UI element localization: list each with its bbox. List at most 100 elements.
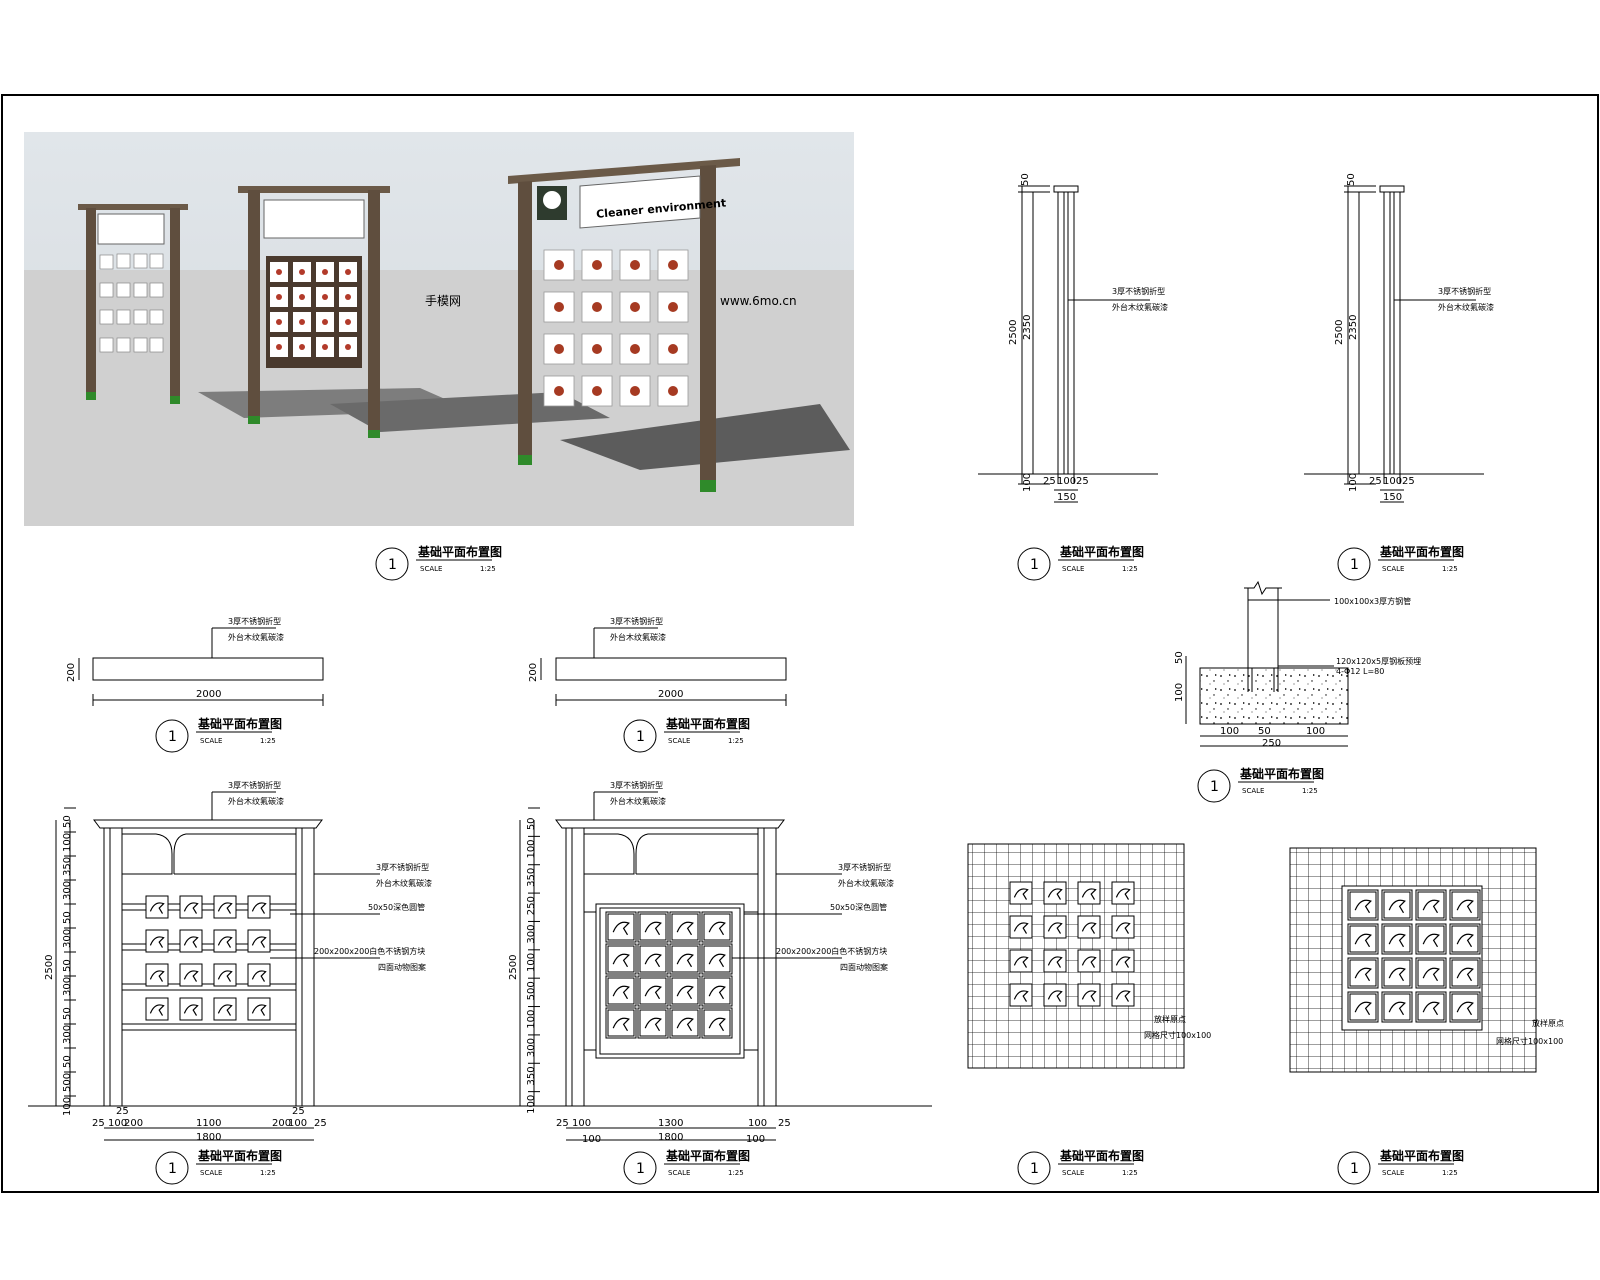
note-square-tube: 100x100x3厚方钢管	[1334, 596, 1411, 606]
caption-title: 基础平面布置图	[1059, 1148, 1144, 1163]
caption-number: 1	[1030, 557, 1039, 573]
sheet-border	[1, 94, 1599, 1193]
animal-cube	[1111, 915, 1135, 939]
caption-title: 基础平面布置图	[1059, 544, 1144, 559]
caption-circle	[623, 719, 657, 753]
animal-cube	[1449, 991, 1481, 1023]
foundation-dims: 100x100x3厚方钢管 120x120x5厚钢板预埋 4-Φ12 L=80 …	[1174, 596, 1421, 749]
animal-figure	[1456, 1001, 1474, 1016]
dim-horizontal: 25	[92, 1118, 105, 1129]
dim-found-total: 250	[1262, 738, 1281, 749]
note-cube: 200x200x200白色不锈钢方块	[776, 946, 887, 956]
animal-cube	[1077, 949, 1101, 973]
animal-cube	[213, 997, 237, 1021]
caption-scale-value: 1:25	[728, 737, 744, 745]
dim-horizontal: 25	[778, 1118, 791, 1129]
dim-horizontal: 100	[746, 1134, 765, 1145]
animal-figure	[708, 985, 726, 1000]
dim-post-b1: 25	[1043, 476, 1056, 487]
dim-elev-total: 2500	[44, 955, 55, 980]
animal-cube	[213, 963, 237, 987]
layout-grid-2: 放样原点 网格尺寸100x100	[1289, 847, 1564, 1073]
dim-elev-inner: 1100	[196, 1118, 221, 1129]
animal-figure	[217, 936, 233, 948]
animal-figure	[644, 1017, 662, 1032]
note-plate-bolt: 4-Φ12 L=80	[1336, 667, 1384, 676]
caption-scale-label: SCALE	[1062, 565, 1084, 573]
dim-post-width: 150	[1057, 492, 1076, 503]
caption-title: 基础平面布置图	[197, 1148, 282, 1163]
animal-figure	[1081, 956, 1097, 968]
note-plate: 120x120x5厚钢板预埋	[1336, 656, 1421, 666]
dim-vertical: 500	[526, 981, 537, 1000]
view-caption: 1 基础平面布置图 SCALE 1:25	[1017, 544, 1144, 581]
animal-cube	[1449, 889, 1481, 921]
caption-scale-label: SCALE	[1382, 1169, 1404, 1177]
dim-horizontal: 100	[748, 1118, 767, 1129]
animal-figure	[183, 936, 199, 948]
note-wood: 外台木纹氟碳漆	[376, 878, 432, 888]
animal-cube	[1347, 889, 1379, 921]
note-steel: 3厚不锈钢折型	[838, 862, 891, 872]
caption-scale-label: SCALE	[420, 565, 442, 573]
caption-scale-value: 1:25	[1122, 565, 1138, 573]
animal-cube	[1111, 983, 1135, 1007]
dim-post-b3: 25	[1076, 476, 1089, 487]
dim-plan-width: 2000	[196, 689, 221, 700]
animal-figure	[1013, 888, 1029, 900]
caption-circle	[1017, 547, 1051, 581]
caption-circle	[1197, 769, 1231, 803]
elevation-a-cubes	[145, 895, 271, 1021]
caption-title: 基础平面布置图	[665, 1148, 750, 1163]
animal-figure	[1422, 933, 1440, 948]
post-elevation-1	[978, 185, 1158, 503]
note-grid-size: 网格尺寸100x100	[1496, 1036, 1563, 1046]
elevation-a-dims: 3厚不锈钢折型 外台木纹氟碳漆 3厚不锈钢折型 外台木纹氟碳漆 50x50深色圆…	[44, 780, 432, 1143]
caption-number: 1	[1210, 779, 1219, 795]
animal-cube	[247, 963, 271, 987]
dim-vertical: 300	[62, 977, 73, 996]
caption-scale-label: SCALE	[668, 737, 690, 745]
note-pipe: 50x50深色圆管	[830, 902, 887, 912]
note-wood: 外台木纹氟碳漆	[838, 878, 894, 888]
watermark: 手模网	[425, 294, 461, 308]
dim-elev-width: 1800	[196, 1132, 221, 1143]
animal-figure	[251, 1004, 267, 1016]
watermark: www.6mo.cn	[720, 294, 797, 308]
dim-horizontal: 25	[292, 1106, 305, 1117]
dim-found-h2: 100	[1174, 683, 1185, 702]
dim-post-b1: 25	[1369, 476, 1382, 487]
dim-post-total: 2500	[1334, 320, 1345, 345]
animal-figure	[149, 936, 165, 948]
animal-figure	[1115, 888, 1131, 900]
animal-figure	[251, 936, 267, 948]
caption-number: 1	[1350, 1161, 1359, 1177]
animal-cube	[213, 895, 237, 919]
dim-post-base: 100	[1022, 473, 1033, 492]
animal-cube	[701, 943, 733, 975]
animal-figure	[1388, 1001, 1406, 1016]
animal-cube	[145, 929, 169, 953]
animal-cube	[1449, 957, 1481, 989]
animal-figure	[676, 985, 694, 1000]
animal-cube	[701, 975, 733, 1007]
animal-figure	[676, 921, 694, 936]
animal-figure	[251, 902, 267, 914]
caption-circle	[155, 1151, 189, 1185]
animal-figure	[183, 902, 199, 914]
caption-scale-label: SCALE	[200, 737, 222, 745]
animal-cube	[1043, 949, 1067, 973]
render-panel: Cleaner environment www.6mo.cn 手模网	[24, 132, 854, 526]
dim-vertical: 300	[62, 929, 73, 948]
elevation-b	[519, 791, 842, 1141]
animal-cube	[1381, 923, 1413, 955]
dim-vertical: 50	[62, 1055, 73, 1068]
animal-cube	[637, 943, 669, 975]
